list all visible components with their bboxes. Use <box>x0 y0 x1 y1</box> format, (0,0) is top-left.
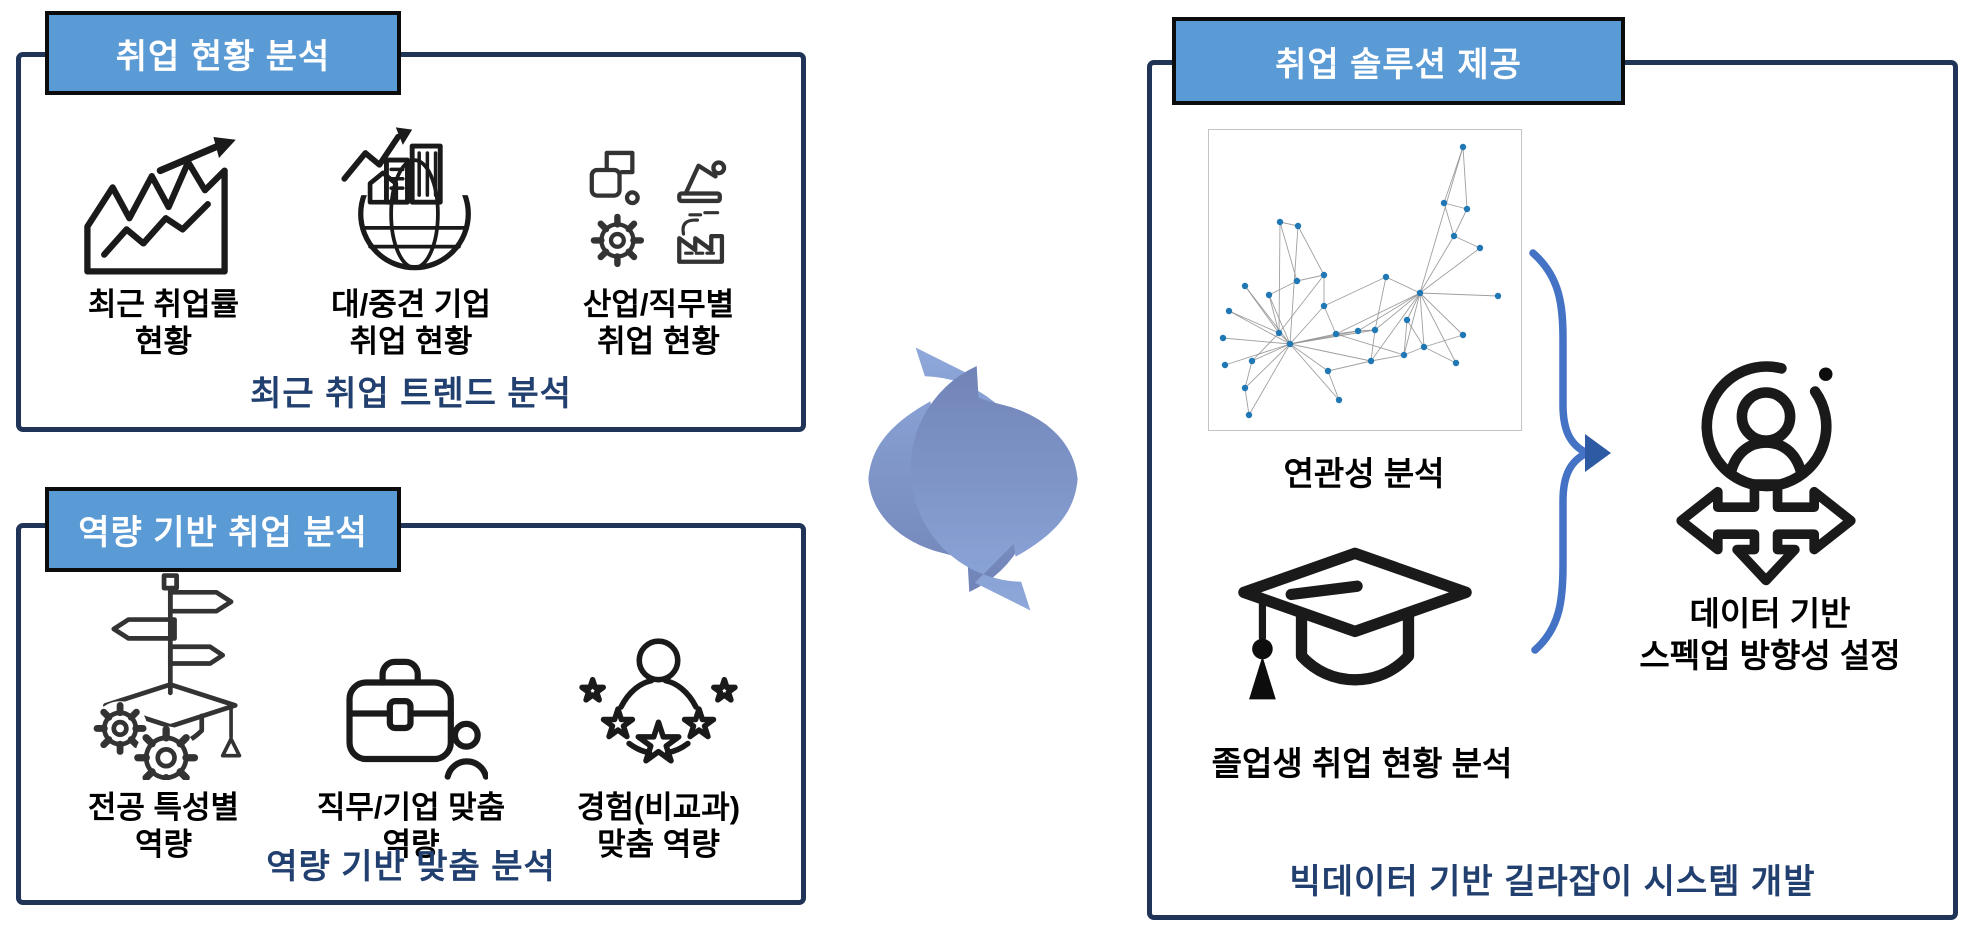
item-large-company: 대/중견 기업 취업 현황 <box>295 109 528 360</box>
trend-chart-icon <box>84 137 237 275</box>
item-label: 전공 특성별 역량 <box>87 790 240 862</box>
global-company-icon <box>341 127 471 271</box>
merge-brace-arrow <box>1515 245 1615 665</box>
item-label: 최근 취업률 현황 <box>87 287 240 359</box>
item-label: 산업/직무별 취업 현황 <box>582 287 735 359</box>
header-title: 취업 솔루션 제공 <box>1275 45 1522 84</box>
person-stars-icon <box>571 638 746 780</box>
panel-competency: 전공 특성별 역량 직무/기업 맞춤 역량 <box>16 523 806 905</box>
competency-items-row: 전공 특성별 역량 직무/기업 맞춤 역량 <box>21 528 801 863</box>
panel-employment-status-header: 취업 현황 분석 <box>45 11 401 95</box>
association-network-frame <box>1208 129 1522 431</box>
direction-setting-label: 데이터 기반 스펙업 방향성 설정 <box>1639 595 1901 675</box>
header-title: 역량 기반 취업 분석 <box>78 514 368 552</box>
item-label: 대/중견 기업 취업 현황 <box>331 287 491 359</box>
item-label: 경험(비교과) 맞춤 역량 <box>576 790 741 862</box>
network-graph-svg <box>1219 143 1502 419</box>
item-major-competency: 전공 특성별 역량 <box>47 550 280 863</box>
status-caption: 최근 취업 트렌드 분석 <box>250 375 572 413</box>
item-job-fit-competency: 직무/기업 맞춤 역량 <box>295 550 528 863</box>
item-experience-competency: 경험(비교과) 맞춤 역량 <box>542 550 775 863</box>
competency-caption: 역량 기반 맞춤 분석 <box>266 848 556 886</box>
graduation-cap-icon <box>1230 543 1480 723</box>
panel-competency-header: 역량 기반 취업 분석 <box>45 487 401 572</box>
signpost-gears-icon <box>93 573 242 780</box>
panel-solution: 연관성 분석 졸업생 취업 현황 분석 <box>1147 60 1958 920</box>
item-label: 직무/기업 맞춤 역량 <box>316 790 506 862</box>
header-title: 취업 현황 분석 <box>115 37 331 76</box>
graduate-analysis-label: 졸업생 취업 현황 분석 <box>1211 745 1513 782</box>
status-items-row: 최근 취업률 현황 <box>21 57 801 360</box>
panel-employment-status: 최근 취업률 현황 <box>16 52 806 432</box>
panel-solution-header: 취업 솔루션 제공 <box>1172 17 1625 105</box>
briefcase-person-icon <box>346 658 489 780</box>
industry-machines-icon <box>589 150 726 268</box>
item-industry-job: 산업/직무별 취업 현황 <box>542 109 775 360</box>
item-employment-rate: 최근 취업률 현황 <box>47 109 280 360</box>
person-directions-icon <box>1660 358 1872 586</box>
association-label: 연관성 분석 <box>1283 455 1445 492</box>
cycle-arrows-icon <box>848 330 1098 628</box>
solution-caption: 빅데이터 기반 길라잡이 시스템 개발 <box>1289 863 1816 901</box>
